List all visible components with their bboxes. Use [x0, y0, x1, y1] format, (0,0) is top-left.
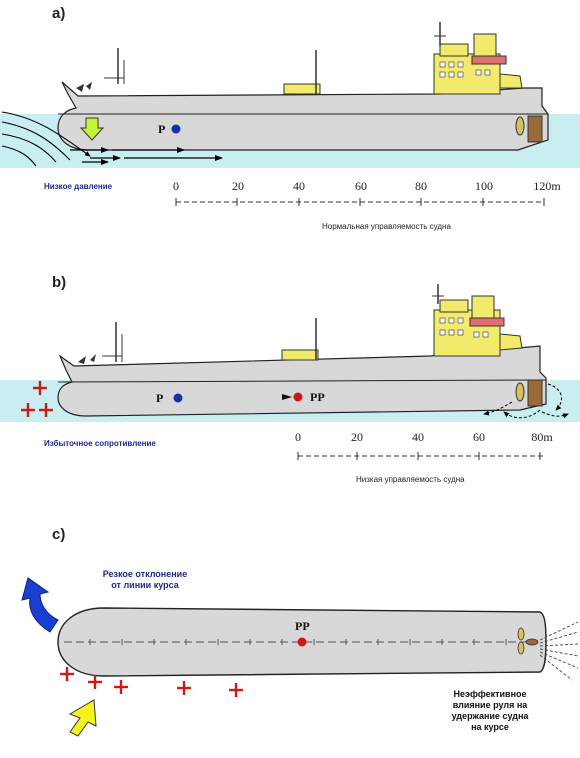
propeller-icon — [515, 116, 525, 136]
pivot-point-label: P — [158, 122, 165, 136]
pp-point-label: PP — [295, 619, 310, 633]
scale-tick-label: 60 — [473, 430, 485, 444]
shift-arrow-icon — [282, 394, 292, 400]
propeller-icon — [515, 382, 525, 402]
deviation-arrow-icon — [21, 577, 59, 633]
rudder-effect-line3: удержание судна — [452, 711, 530, 721]
propeller-wash — [539, 621, 579, 681]
pp-point-dot — [293, 392, 303, 402]
panel-a: a) — [0, 5, 580, 231]
mid-deck-house — [281, 349, 319, 361]
panel-a-label: a) — [52, 5, 65, 22]
rudder-icon — [527, 115, 543, 143]
scale-tick-label: 40 — [412, 430, 424, 444]
excess-resistance-label: Избыточное сопротивление — [44, 439, 156, 448]
pivot-point-dot — [171, 124, 181, 134]
low-pressure-label: Низкое давление — [44, 182, 113, 191]
caption-b: Низкая управляемость судна — [356, 475, 465, 484]
deviation-label-line2: от линии курса — [111, 580, 179, 590]
ship-hull — [57, 81, 549, 151]
waterline — [57, 379, 547, 383]
pressure-plus-icons — [60, 667, 243, 697]
deviation-label-line1: Резкое отклонение — [103, 569, 187, 579]
mid-deck-house — [283, 83, 321, 95]
caption-a: Нормальная управляемость судна — [322, 222, 451, 231]
pressure-arrow-icon — [68, 699, 97, 737]
scale-tick-label: 80m — [531, 430, 553, 444]
scale-bar-a: 0 20 40 60 80 100 120m — [173, 179, 561, 206]
scale-tick-label: 20 — [351, 430, 363, 444]
anchor-icon — [78, 354, 96, 364]
scale-tick-label: 20 — [232, 179, 244, 193]
rudder-effect-line4: на курсе — [471, 722, 509, 732]
turbulence-arrows — [483, 383, 569, 419]
panel-b: b) — [0, 274, 580, 484]
pivot-point-label: P — [156, 391, 163, 405]
pp-point-dot — [297, 637, 307, 647]
scale-tick-label: 40 — [293, 179, 305, 193]
superstructure — [433, 22, 523, 95]
superstructure — [432, 284, 523, 357]
panel-c-label: c) — [52, 526, 65, 543]
rudder-effect-line2: влияние руля на — [453, 700, 529, 710]
rudder-icon — [527, 379, 543, 407]
propeller-icon — [517, 627, 539, 655]
anchor-icon — [76, 82, 92, 92]
scale-tick-label: 60 — [355, 179, 367, 193]
scale-tick-label: 120m — [533, 179, 561, 193]
panel-b-label: b) — [52, 274, 66, 291]
scale-tick-label: 80 — [415, 179, 427, 193]
rudder-effect-line1: Неэффективное — [453, 689, 526, 699]
scale-tick-label: 100 — [475, 179, 493, 193]
centerline-ticks — [89, 639, 507, 645]
flow-arrows — [70, 147, 223, 165]
panel-c: c) PP — [21, 526, 579, 737]
scale-tick-label: 0 — [295, 430, 301, 444]
pressure-arrow-icon — [79, 117, 105, 141]
scale-bar-b: 0 20 40 60 80m — [295, 430, 553, 460]
scale-tick-label: 0 — [173, 179, 179, 193]
pivot-point-dot — [173, 393, 183, 403]
pp-point-label: PP — [310, 390, 325, 404]
resistance-plus-icons — [21, 381, 53, 417]
